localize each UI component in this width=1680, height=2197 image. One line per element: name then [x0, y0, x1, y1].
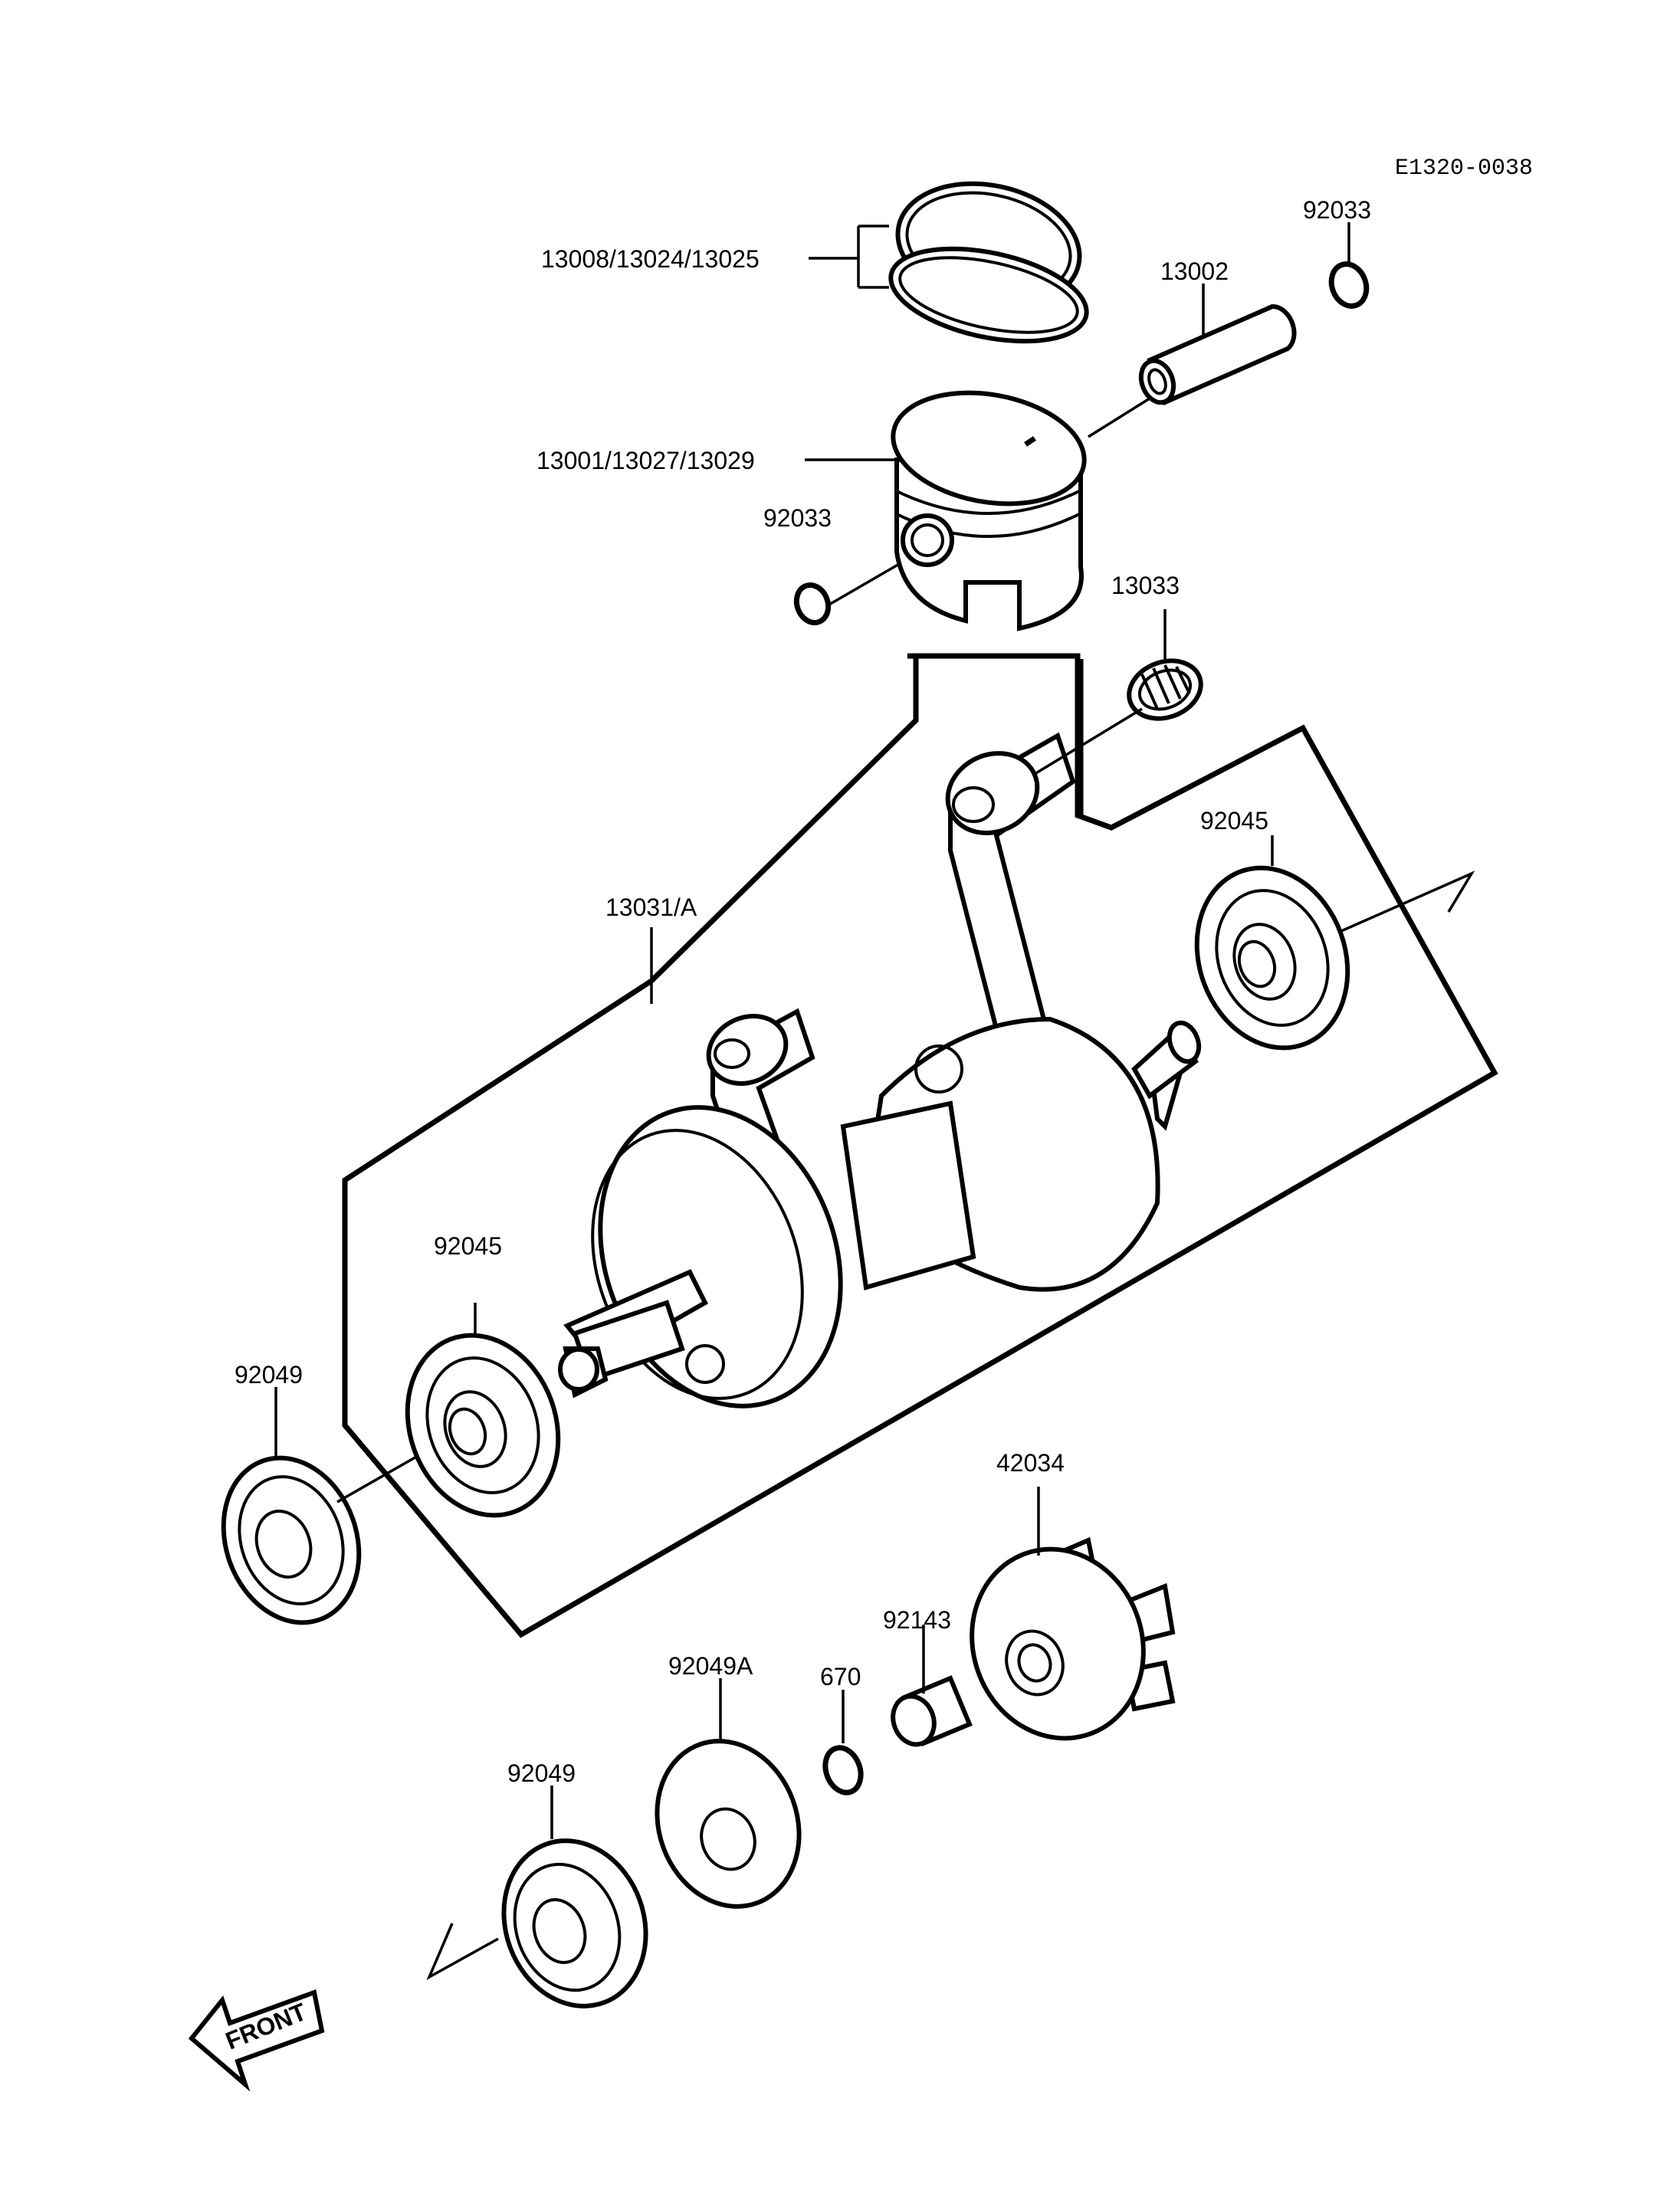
label-oil-seal-left: 92049: [235, 1361, 303, 1389]
oil-seal-left: [221, 1455, 362, 1625]
snap-ring-left: [793, 582, 832, 625]
label-impeller: 42034: [996, 1449, 1065, 1477]
leader-lines: [274, 222, 1475, 1981]
piston: [891, 390, 1087, 631]
label-crankshaft-assy: 13031/A: [605, 894, 697, 921]
o-ring: [822, 1745, 864, 1795]
label-collar: 92143: [883, 1606, 951, 1634]
seal-washer: [655, 1739, 802, 1909]
label-oil-seal-bottom: 92049: [507, 1759, 576, 1787]
collar: [891, 1675, 973, 1747]
impeller: [970, 1536, 1176, 1741]
bearing-right: [1194, 865, 1350, 1051]
crankshaft: [558, 1016, 1202, 1408]
oil-seal-bottom: [501, 1838, 648, 2008]
label-bearing-left: 92045: [434, 1232, 502, 1260]
bearing-left: [405, 1333, 561, 1518]
label-piston-rings: 13008/13024/13025: [541, 245, 760, 273]
piston-rings: [888, 181, 1089, 344]
label-needle-bearing: 13033: [1111, 572, 1180, 599]
snap-ring-top: [1328, 261, 1370, 309]
label-snap-ring-left: 92033: [763, 504, 832, 532]
label-seal-washer: 92049A: [668, 1652, 753, 1680]
label-piston-pin: 13002: [1160, 257, 1229, 285]
piston-pin: [1138, 304, 1297, 406]
front-arrow-icon: FRONT: [188, 1989, 325, 2092]
label-piston: 13001/13027/13029: [536, 447, 755, 474]
label-bearing-right: 92045: [1200, 807, 1268, 835]
label-snap-ring-top: 92033: [1303, 196, 1371, 224]
needle-bearing: [1127, 658, 1203, 721]
crankshaft-assy-outline: [342, 653, 1498, 1638]
label-o-ring: 670: [820, 1663, 861, 1690]
diagram-code: E1320-0038: [1395, 156, 1534, 182]
